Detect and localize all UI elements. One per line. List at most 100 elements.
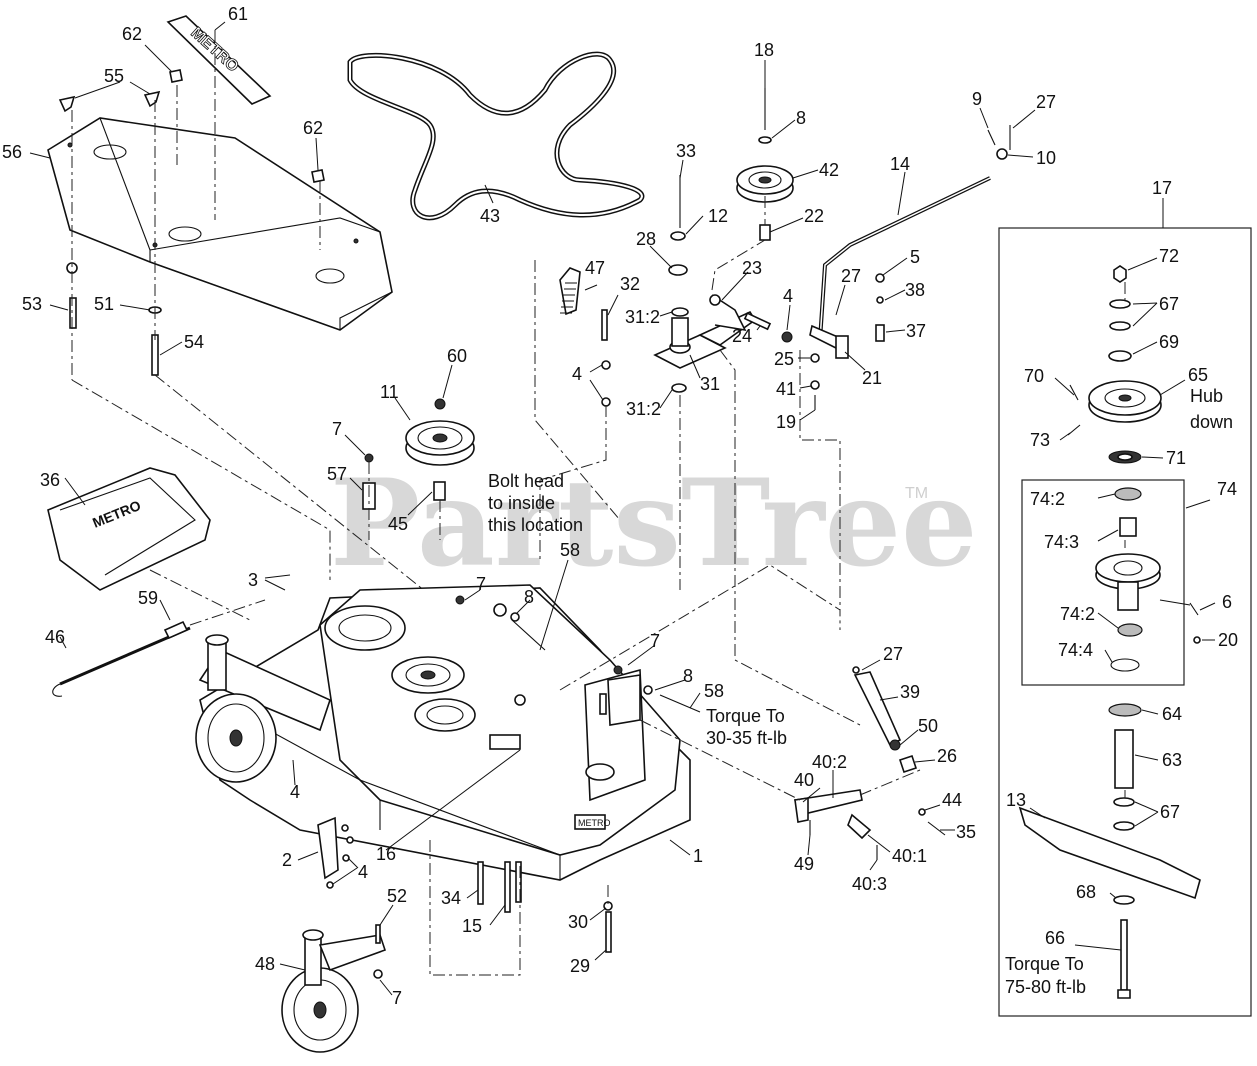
callout-54: 54: [184, 332, 204, 352]
callout-74-4: 74:4: [1058, 640, 1093, 660]
callout-38: 38: [905, 280, 925, 300]
callout-28: 28: [636, 229, 656, 249]
callout-4-bracket: 4: [783, 286, 793, 306]
callout-39: 39: [900, 682, 920, 702]
callout-68: 68: [1076, 882, 1096, 902]
callout-37: 37: [906, 321, 926, 341]
callout-8-pulley: 8: [796, 108, 806, 128]
callout-14: 14: [890, 154, 910, 174]
callout-25: 25: [774, 349, 794, 369]
callout-71: 71: [1166, 448, 1186, 468]
callout-4-frame: 4: [290, 782, 300, 802]
note-bolt-head-line1: Bolt head: [488, 471, 564, 491]
pulley-11: [362, 398, 475, 540]
leader-lines: [29, 21, 1216, 996]
callout-72: 72: [1159, 246, 1179, 266]
callout-40-1: 40:1: [892, 846, 927, 866]
callout-27-rod: 27: [841, 266, 861, 286]
note-torque-58-line2: 30-35 ft-lb: [706, 728, 787, 748]
callout-labels: 61 62 55 56 62 53 51 54 43 36 46 59 3 7 …: [2, 4, 1238, 1008]
callout-9: 9: [972, 89, 982, 109]
note-torque-58: Torque To 30-35 ft-lb: [706, 706, 787, 748]
callout-31-2-lower: 31:2: [626, 399, 661, 419]
callout-40-2: 40:2: [812, 752, 847, 772]
callout-15: 15: [462, 916, 482, 936]
callout-62-right: 62: [303, 118, 323, 138]
callout-17: 17: [1152, 178, 1172, 198]
callout-70: 70: [1024, 366, 1044, 386]
callout-4-idler: 4: [572, 364, 582, 384]
baffle: [317, 816, 354, 889]
callout-2: 2: [282, 850, 292, 870]
callout-34: 34: [441, 888, 461, 908]
callout-49: 49: [794, 854, 814, 874]
callout-61: 61: [228, 4, 248, 24]
callout-8-bracket: 8: [683, 666, 693, 686]
deck-bolts: [477, 861, 613, 953]
callout-12: 12: [708, 206, 728, 226]
callout-18: 18: [754, 40, 774, 60]
callout-74-2-lower: 74:2: [1060, 604, 1095, 624]
callout-30: 30: [568, 912, 588, 932]
mower-deck: METRO: [199, 584, 691, 881]
callout-31-2-upper: 31:2: [625, 307, 660, 327]
note-torque-66-line1: Torque To: [1005, 954, 1084, 974]
spindle-parts: [1018, 265, 1201, 999]
callout-3: 3: [248, 570, 258, 590]
note-torque-66: Torque To 75-80 ft-lb: [1005, 954, 1086, 997]
chute-rod: [52, 599, 266, 697]
deck-hardware: [455, 595, 701, 726]
callout-43: 43: [480, 206, 500, 226]
left-caster: [195, 634, 331, 783]
metro-decal: METRO: [166, 15, 272, 105]
callout-33: 33: [676, 141, 696, 161]
callout-57: 57: [327, 464, 347, 484]
idler-bracket-parts: [709, 239, 841, 610]
watermark-trademark: TM: [905, 485, 928, 502]
callout-63: 63: [1162, 750, 1182, 770]
callout-11: 11: [380, 382, 399, 402]
callout-7-caster: 7: [392, 988, 402, 1008]
callout-35: 35: [956, 822, 976, 842]
callout-41: 41: [776, 379, 796, 399]
note-bolt-head: Bolt head to inside this location: [488, 471, 583, 535]
callout-69: 69: [1159, 332, 1179, 352]
callout-23: 23: [742, 258, 762, 278]
callout-32: 32: [620, 274, 640, 294]
callout-10: 10: [1036, 148, 1056, 168]
callout-60: 60: [447, 346, 467, 366]
callout-50: 50: [918, 716, 938, 736]
callout-24: 24: [732, 326, 752, 346]
callout-40-3: 40:3: [852, 874, 887, 894]
callout-74-3: 74:3: [1044, 532, 1079, 552]
callout-67-lower: 67: [1160, 802, 1180, 822]
callout-74-2-upper: 74:2: [1030, 489, 1065, 509]
callout-19: 19: [776, 412, 796, 432]
callout-55: 55: [104, 66, 124, 86]
callout-65: 65: [1188, 365, 1208, 385]
callout-27-top: 27: [1036, 92, 1056, 112]
callout-20: 20: [1218, 630, 1238, 650]
note-hub-down-line2: down: [1190, 412, 1233, 432]
note-hub-down: Hub down: [1190, 386, 1233, 432]
callout-16: 16: [376, 844, 396, 864]
callout-26: 26: [937, 746, 957, 766]
callout-7-bracket: 7: [650, 631, 660, 651]
callout-56: 56: [2, 142, 22, 162]
drive-belt: [347, 51, 645, 221]
callout-7-upper: 7: [332, 419, 342, 439]
note-bolt-head-line2: to inside: [488, 493, 555, 513]
callout-45: 45: [388, 514, 408, 534]
callout-48: 48: [255, 954, 275, 974]
callout-29: 29: [570, 956, 590, 976]
height-linkage: [793, 666, 946, 860]
callout-22: 22: [804, 206, 824, 226]
front-caster: [281, 924, 387, 1053]
callout-46: 46: [45, 627, 65, 647]
callout-21: 21: [862, 368, 882, 388]
callout-58-lower: 58: [704, 681, 724, 701]
callout-66: 66: [1045, 928, 1065, 948]
callout-73: 73: [1030, 430, 1050, 450]
callout-67-upper: 67: [1159, 294, 1179, 314]
